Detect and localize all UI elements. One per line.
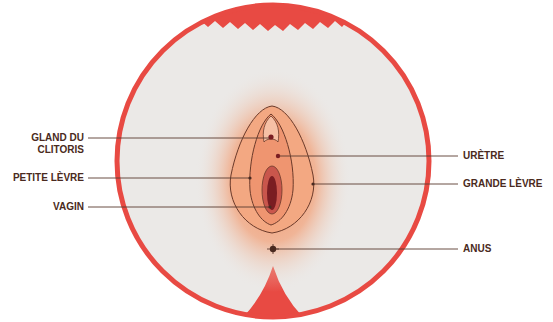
urethra-opening	[276, 154, 280, 158]
leader-line	[280, 156, 458, 157]
part-label: URÈTRE	[463, 150, 504, 162]
part-label: PETITE LÈVRE	[13, 172, 84, 184]
circle-border	[117, 5, 429, 317]
leader-line	[88, 178, 250, 179]
clitoris-glans	[268, 134, 273, 139]
leader-dot	[268, 205, 271, 208]
labia-minora	[250, 114, 293, 225]
leader-dots	[248, 176, 314, 208]
leader-line	[88, 207, 270, 208]
labia-majora	[230, 106, 314, 233]
leader-line	[313, 184, 458, 185]
leader-dot	[311, 182, 314, 185]
leader-line	[88, 138, 269, 139]
part-label: VAGIN	[53, 201, 84, 213]
part-label: GRANDE LÈVRE	[463, 178, 542, 190]
part-label: GLAND DU CLITORIS	[22, 132, 84, 156]
leader-line	[276, 249, 458, 250]
vaginal-inner	[267, 176, 277, 210]
leader-lines	[88, 138, 458, 249]
skin-glow	[195, 68, 351, 292]
part-label: ANUS	[463, 243, 491, 255]
background-disc	[117, 5, 429, 317]
leader-dot	[248, 176, 251, 179]
